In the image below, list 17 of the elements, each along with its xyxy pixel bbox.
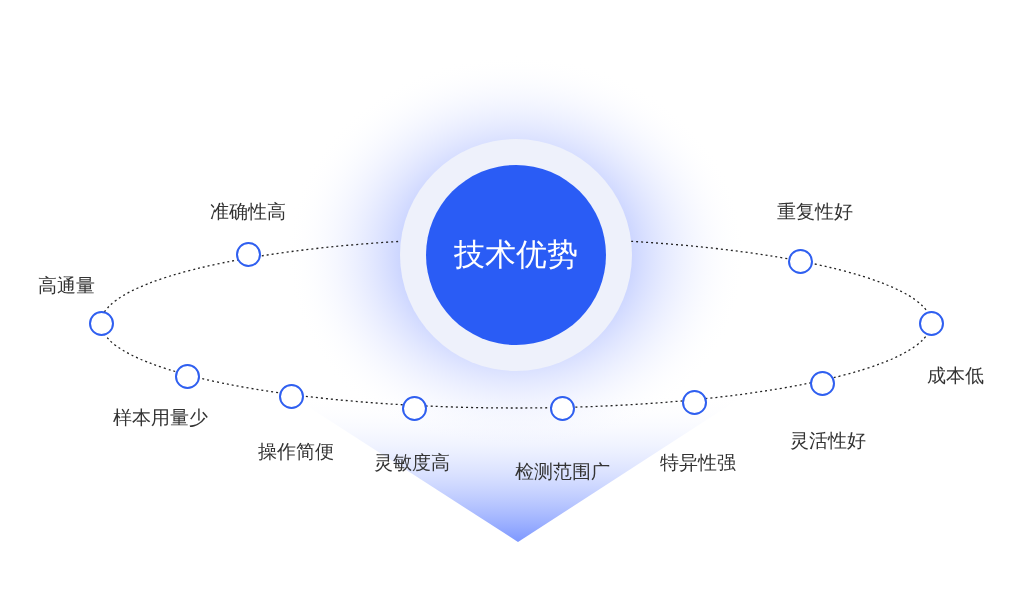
advantage-label: 灵活性好 (790, 428, 866, 453)
orbit-dot (89, 311, 114, 336)
orbit-dot (788, 249, 813, 274)
advantage-label: 灵敏度高 (374, 450, 450, 475)
orbit-dot (175, 364, 200, 389)
advantage-label: 特异性强 (660, 450, 736, 475)
orbit-dot (919, 311, 944, 336)
advantage-label: 样本用量少 (112, 405, 208, 430)
advantage-label: 检测范围广 (514, 459, 610, 484)
advantage-label: 高通量 (37, 273, 95, 298)
orbit-dot (279, 384, 304, 409)
advantage-label: 成本低 (926, 363, 984, 388)
advantage-label: 操作简便 (258, 439, 334, 464)
orbit-dot (236, 242, 261, 267)
orbit-dot (810, 371, 835, 396)
advantage-label: 准确性高 (210, 199, 286, 224)
advantage-label: 重复性好 (777, 199, 853, 224)
